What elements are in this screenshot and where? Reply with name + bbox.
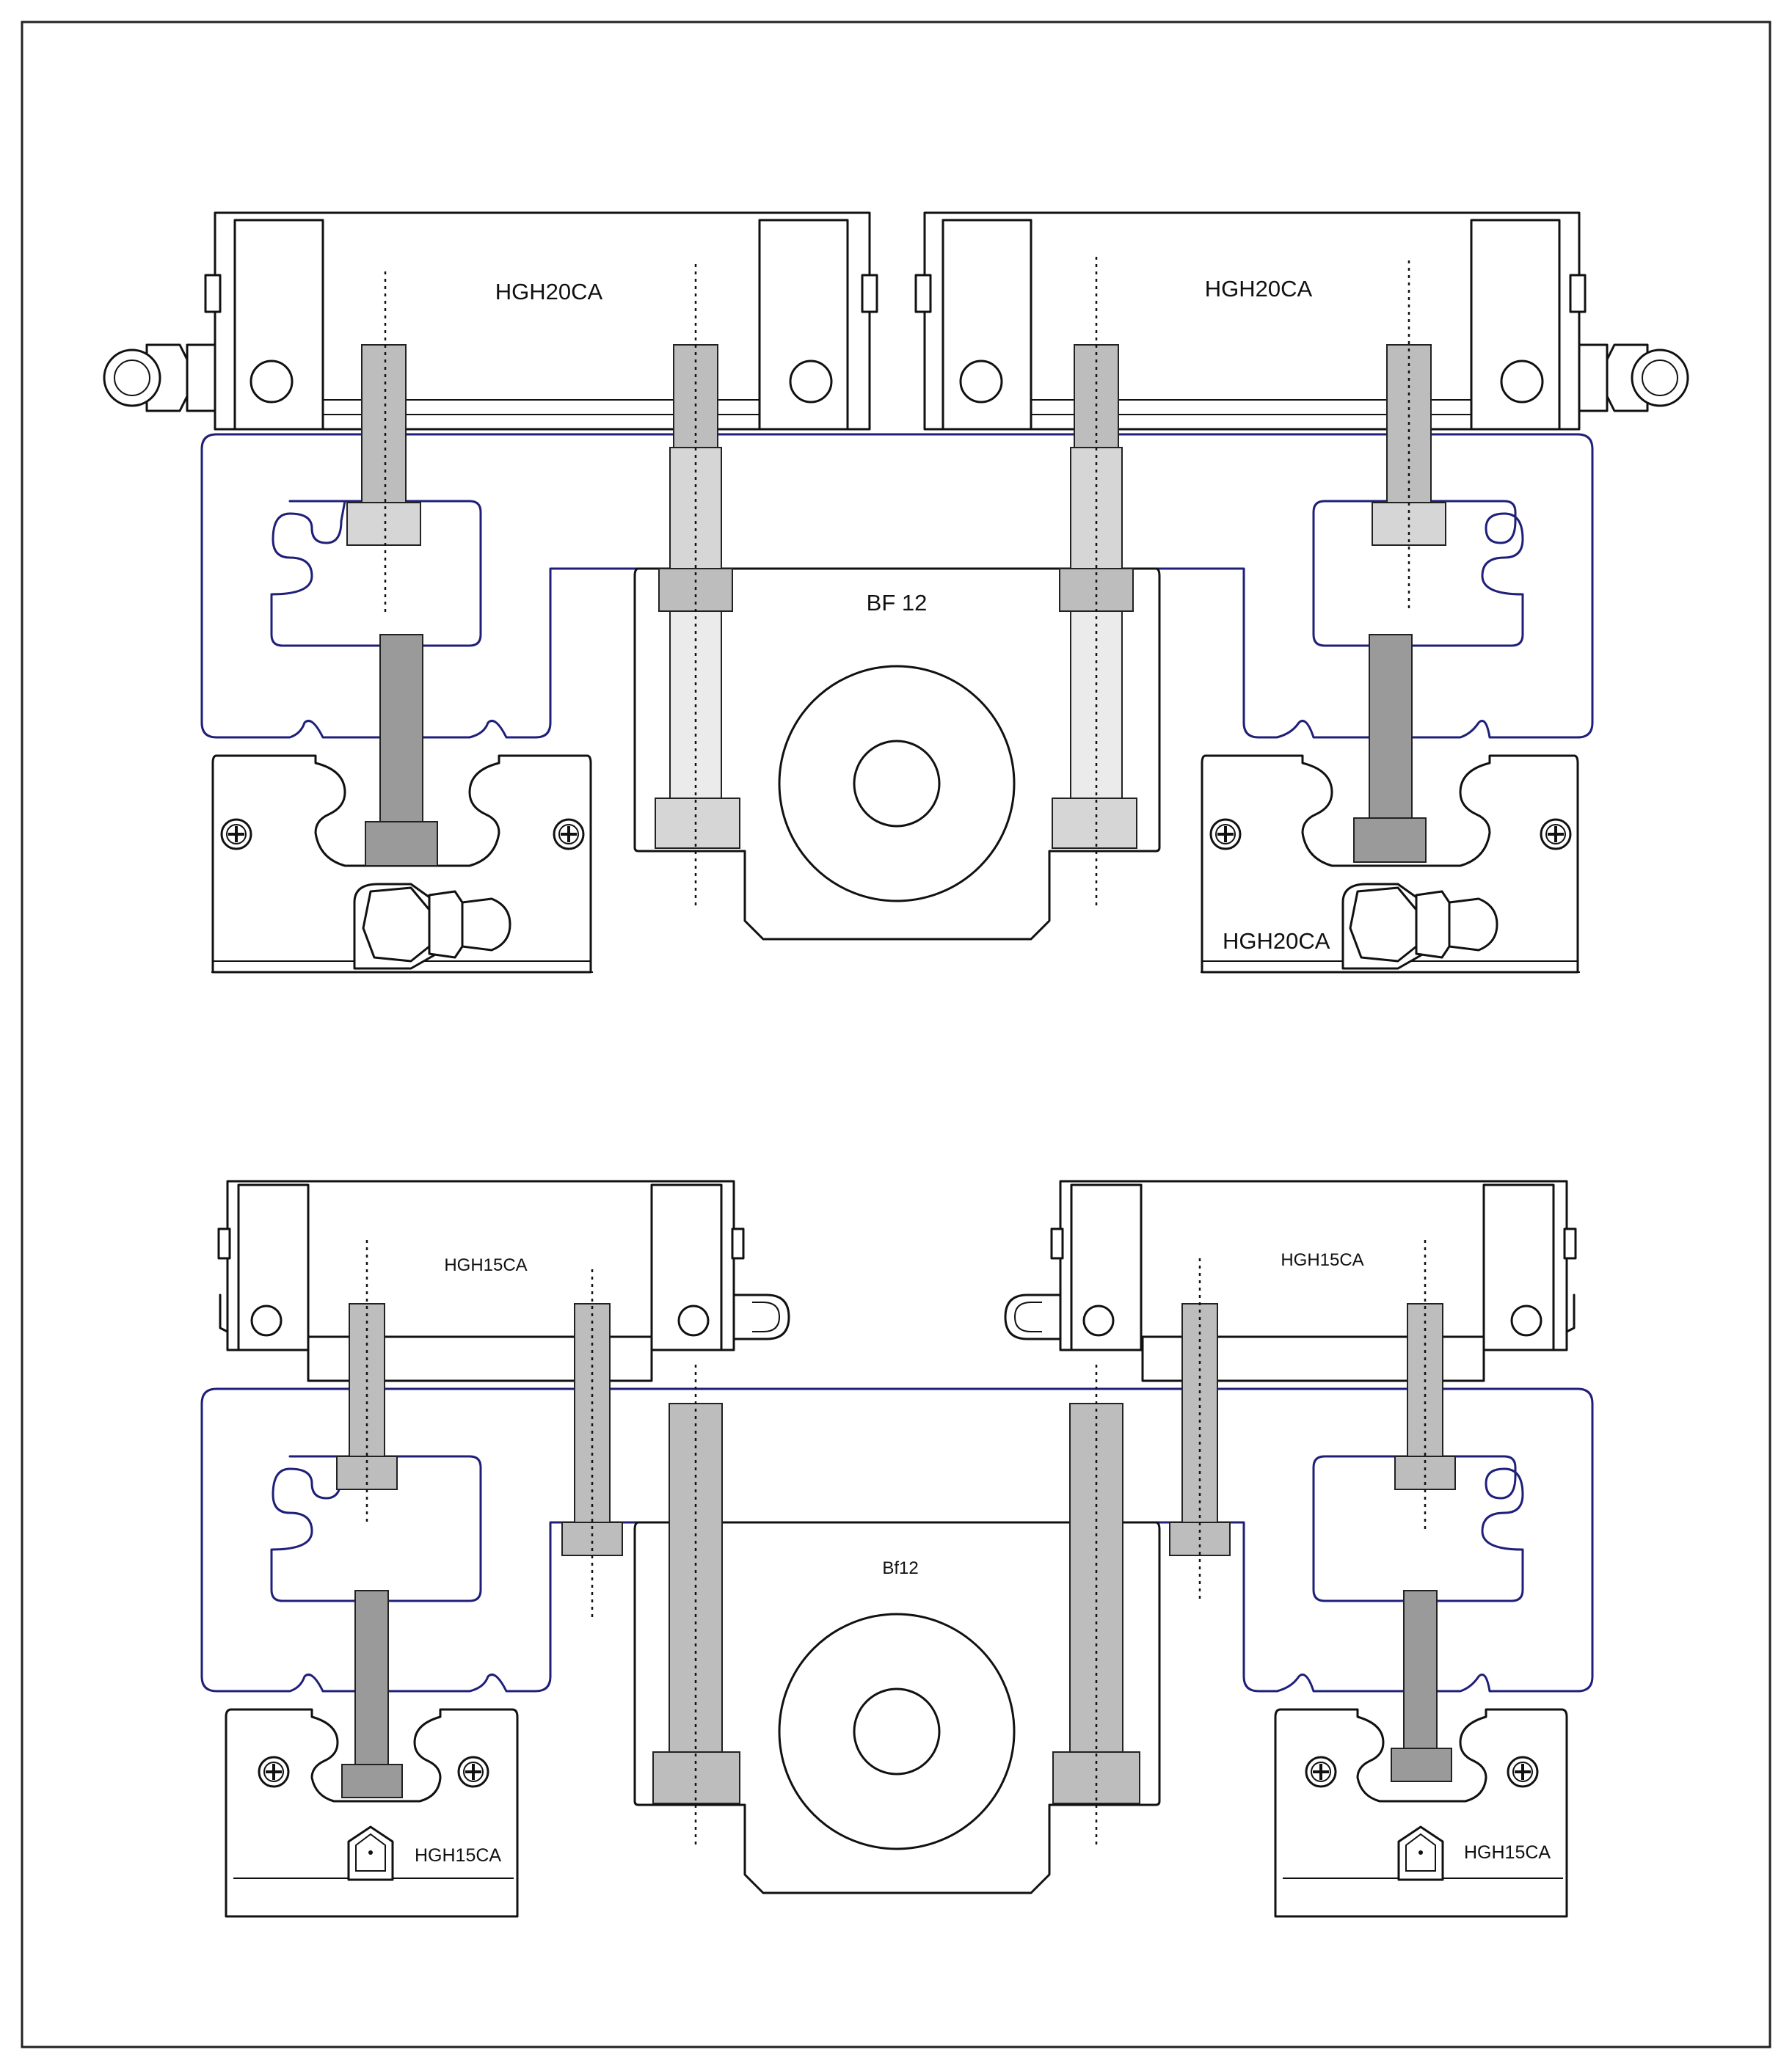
grease-nipple-icon [347, 1825, 394, 1881]
carriage-hole [789, 360, 833, 404]
top-bearing-block-label: BF 12 [867, 590, 928, 616]
grease-nipple-icon [732, 1293, 790, 1340]
phillips-screw-icon [258, 1756, 290, 1788]
bottom-carriage-right [1004, 1180, 1577, 1382]
bottom-rail-block-right-label: HGH15CA [1464, 1842, 1551, 1863]
bottom-bearing-block [633, 1521, 1161, 1894]
top-assembly: HGH20CA HGH20CA [103, 211, 1689, 974]
grease-nipple-icon [1397, 1825, 1444, 1881]
bottom-bearing-block-label: Bf12 [882, 1558, 918, 1578]
carriage-hole [1500, 360, 1544, 404]
bottom-rail-block-right [1274, 1590, 1568, 1918]
carriage-hole [250, 360, 294, 404]
phillips-screw-icon [457, 1756, 489, 1788]
bottom-rail-block-left-label: HGH15CA [415, 1845, 501, 1866]
bottom-assembly: HGH15CA HGH15CA Bf12 [200, 1180, 1594, 1918]
grease-nipple-icon [103, 343, 216, 412]
bottom-plate-slot-left [270, 1455, 482, 1602]
grease-nipple-icon [1341, 883, 1498, 970]
top-carriage-left-label: HGH20CA [495, 279, 603, 304]
bottom-carriage-left-label: HGH15CA [444, 1255, 527, 1275]
top-rail-block-left [211, 634, 593, 974]
top-rail-block-right-label: HGH20CA [1223, 928, 1330, 954]
phillips-screw-icon [1209, 818, 1242, 850]
bottom-carriage-left [217, 1180, 790, 1382]
top-plate-slot-right [1312, 500, 1524, 647]
phillips-screw-icon [553, 818, 585, 850]
top-carriage-right [914, 211, 1689, 431]
grease-nipple-icon [1004, 1293, 1062, 1340]
phillips-screw-icon [220, 818, 252, 850]
top-carriage-left [103, 211, 878, 431]
bottom-rail-block-left [225, 1590, 519, 1918]
phillips-screw-icon [1540, 818, 1572, 850]
carriage-hole [677, 1304, 710, 1337]
top-bearing-block [633, 567, 1161, 941]
bolt-icon [561, 1303, 623, 1556]
grease-nipple-icon [1578, 343, 1689, 412]
carriage-hole [959, 360, 1003, 404]
drawing-frame [21, 21, 1771, 2048]
bolt-icon [1052, 344, 1137, 849]
bolt-icon [346, 344, 421, 546]
top-carriage-right-label: HGH20CA [1205, 276, 1313, 302]
carriage-hole [1082, 1304, 1115, 1337]
carriage-hole [1510, 1304, 1542, 1337]
top-plate-slot-left [270, 500, 482, 647]
phillips-screw-icon [1305, 1756, 1337, 1788]
bottom-carriage-right-label: HGH15CA [1281, 1250, 1363, 1270]
carriage-hole [250, 1304, 283, 1337]
grease-nipple-icon [353, 883, 511, 970]
top-rail-block-right [1201, 634, 1580, 974]
phillips-screw-icon [1507, 1756, 1539, 1788]
bottom-plate-slot-right [1312, 1455, 1524, 1602]
